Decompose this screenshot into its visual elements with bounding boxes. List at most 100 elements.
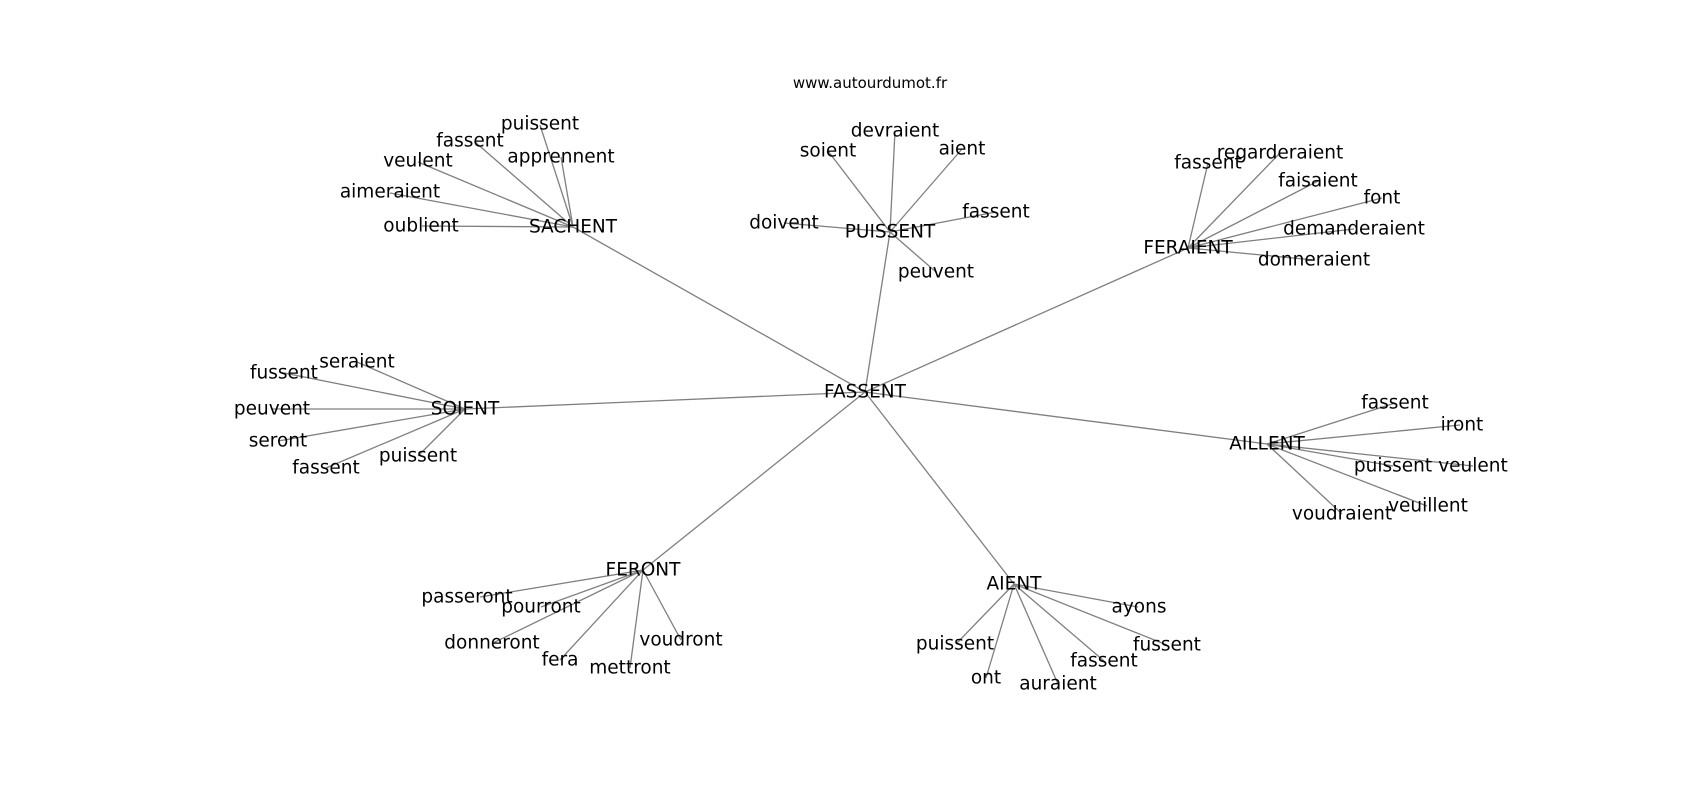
leaf-node-puissent-aient[interactable]: aient [939,139,986,160]
leaf-node-aillent-puissent[interactable]: puissent [1354,456,1432,477]
leaf-node-aient-puissent[interactable]: puissent [916,634,994,655]
leaf-node-feront-donneront[interactable]: donneront [444,633,539,654]
leaf-node-aient-fussent[interactable]: fussent [1133,635,1201,656]
edge-feront-voudront [642,569,682,641]
edge-puissent-doivent [783,222,891,233]
edge-center-puissent [864,231,891,393]
leaf-node-sachent-fassent[interactable]: fassent [436,131,504,152]
edge-puissent-aient [889,148,963,233]
edge-aient-fussent [1013,583,1168,646]
leaf-node-aillent-fassent[interactable]: fassent [1361,393,1429,414]
leaf-node-sachent-apprennent[interactable]: apprennent [507,147,614,168]
edge-feront-passeront [479,569,644,598]
leaf-node-aillent-iront[interactable]: iront [1441,415,1484,436]
edge-aillent-puissent [1266,443,1394,467]
edge-aillent-veulent [1266,443,1474,467]
leaf-node-sachent-puissent[interactable]: puissent [501,114,579,135]
leaf-node-puissent-doivent[interactable]: doivent [749,213,819,234]
leaf-node-aient-fassent[interactable]: fassent [1070,651,1138,672]
edge-feraient-regarderaient [1187,152,1281,249]
leaf-node-soient-fassent[interactable]: fassent [292,458,360,479]
edge-aient-fassent [1013,583,1105,662]
leaf-node-soient-peuvent[interactable]: peuvent [234,399,310,420]
edge-soient-seraient [356,361,466,410]
leaf-node-aillent-veulent[interactable]: veulent [1438,456,1508,477]
edge-puissent-fassent [889,211,997,233]
edge-sachent-puissent [539,124,574,228]
leaf-node-feraient-font[interactable]: font [1364,188,1401,209]
edge-feraient-demanderaient [1187,228,1355,249]
edge-aient-ont [985,583,1015,679]
leaf-node-feraient-demanderaient[interactable]: demanderaient [1283,219,1425,240]
edge-soient-seront [277,408,466,442]
edge-feront-fera [559,569,644,661]
leaf-node-aient-ont[interactable]: ont [971,668,1001,689]
leaf-node-feraient-regarderaient[interactable]: regarderaient [1217,143,1344,164]
edge-sachent-fassent [474,141,574,228]
leaf-node-aient-auraient[interactable]: auraient [1019,674,1097,695]
leaf-node-sachent-veulent[interactable]: veulent [383,151,453,172]
edge-center-sachent [572,226,866,393]
graph-labels: FASSENT SACHENTpuissentfassentapprennent… [234,114,1508,695]
hub-node-feront[interactable]: FERONT [606,560,682,581]
leaf-node-puissent-fassent[interactable]: fassent [962,202,1030,223]
leaf-node-soient-seraient[interactable]: seraient [319,352,394,373]
leaf-node-soient-puissent[interactable]: puissent [379,446,457,467]
leaf-node-soient-seront[interactable]: seront [249,431,308,452]
leaf-node-feront-voudront[interactable]: voudront [639,630,722,651]
leaf-node-puissent-soient[interactable]: soient [800,141,856,162]
leaf-node-aillent-veuillent[interactable]: veuillent [1388,496,1468,517]
hub-node-feraient[interactable]: FERAIENT [1143,238,1233,259]
hub-node-puissent[interactable]: PUISSENT [845,222,936,243]
edge-feraient-donneraient [1187,247,1315,261]
edge-center-soient [464,391,866,410]
edge-feront-donneront [492,569,644,644]
edge-soient-puissent [417,408,466,457]
edge-puissent-soient [827,150,891,233]
leaf-node-sachent-aimeraient[interactable]: aimeraient [340,182,440,203]
leaf-node-feraient-donneraient[interactable]: donneraient [1258,250,1370,271]
edge-puissent-devraient [889,130,896,233]
edge-aillent-iront [1266,424,1461,445]
graph-edges [272,124,1474,685]
hub-node-sachent[interactable]: SACHENT [529,217,618,238]
leaf-node-feraient-faisaient[interactable]: faisaient [1278,171,1357,192]
edge-feraient-faisaient [1187,180,1319,249]
hub-node-aillent[interactable]: AILLENT [1229,434,1305,455]
edge-soient-fassent [325,408,466,469]
edge-sachent-veulent [417,161,574,228]
center-node-label[interactable]: FASSENT [824,382,907,403]
edge-center-aillent [864,391,1268,445]
edge-feraient-font [1187,197,1383,249]
leaf-node-puissent-peuvent[interactable]: peuvent [898,262,974,283]
edge-aillent-fassent [1266,402,1396,445]
edge-aient-ayons [1013,583,1139,608]
leaf-node-feront-pourront[interactable]: pourront [501,597,581,618]
hub-node-aient[interactable]: AIENT [987,574,1043,595]
edge-aient-auraient [1013,583,1059,685]
leaf-node-feront-mettront[interactable]: mettront [589,658,670,679]
edge-feraient-fassent [1187,162,1209,249]
edge-aillent-veuillent [1266,443,1428,507]
edge-aillent-voudraient [1266,443,1343,515]
leaf-node-feront-passeront[interactable]: passeront [421,587,512,608]
leaf-node-puissent-devraient[interactable]: devraient [851,121,940,142]
leaf-node-soient-fussent[interactable]: fussent [250,363,318,384]
hub-node-soient[interactable]: SOIENT [431,399,500,420]
leaf-node-sachent-oublient[interactable]: oublient [383,216,458,237]
edge-center-feraient [864,247,1189,393]
leaf-node-feraient-fassent[interactable]: fassent [1174,153,1242,174]
edge-feront-mettront [629,569,644,669]
leaf-node-aient-ayons[interactable]: ayons [1112,597,1167,618]
edge-aient-puissent [955,583,1015,645]
leaf-node-feront-fera[interactable]: fera [542,650,579,671]
edge-sachent-aimeraient [389,192,574,228]
edge-feront-pourront [540,569,644,608]
edge-soient-fussent [283,372,466,410]
leaf-node-aillent-voudraient[interactable]: voudraient [1292,504,1392,525]
edge-center-aient [864,391,1015,585]
edge-sachent-apprennent [560,156,574,228]
site-watermark: www.autourdumot.fr [793,74,948,92]
edge-sachent-oublient [421,225,574,228]
